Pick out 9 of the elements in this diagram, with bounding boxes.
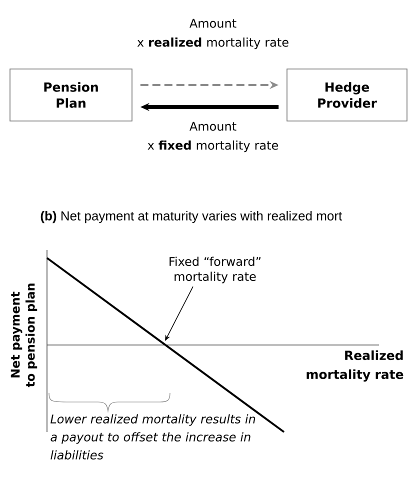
annotation-text: Fixed “forward” mortality rate — [170, 256, 260, 284]
axis-label: Net payment to pension plan — [10, 284, 38, 388]
process-box: Pension Plan — [10, 68, 132, 122]
edge-label: Amount x realized mortality rate — [137, 18, 288, 50]
panel-heading: (b) Net payment at maturity varies with realized mort — [40, 210, 342, 224]
process-box: Hedge Provider — [286, 68, 408, 122]
annotation-text: Lower realized mortality results in a payout to offset the increase in liabilities — [50, 414, 256, 460]
edge-label: Amount x fixed mortality rate — [148, 122, 278, 152]
axis-label: Realized mortality rate — [306, 350, 404, 382]
